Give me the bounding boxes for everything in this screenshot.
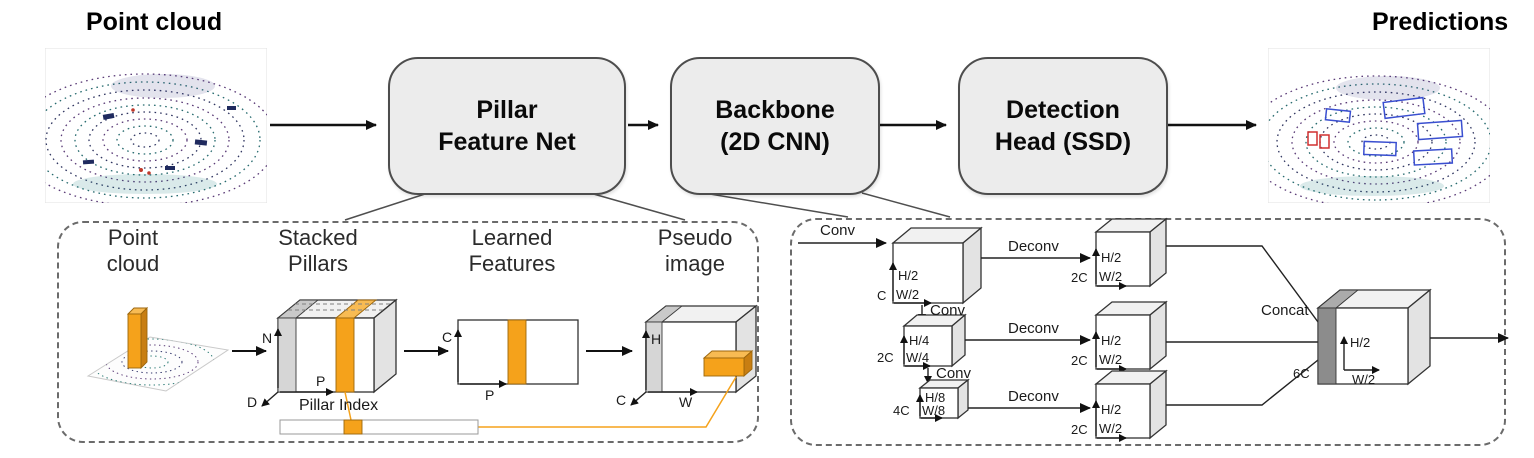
- pillar-index-label: Pillar Index: [299, 397, 379, 414]
- dec1-channels-label: 2C: [1071, 270, 1088, 285]
- stage-backbone: Backbone (2D CNN): [670, 57, 880, 195]
- decoder-block-2: [1092, 300, 1168, 373]
- dec3-width-label: W/2: [1099, 421, 1123, 436]
- detail-label-pseudo-image: Pseudo image: [657, 225, 733, 276]
- enc3-height-label: H/8: [925, 390, 946, 405]
- pillar-index-bar: [279, 376, 737, 435]
- highlighted-pillar-front: [335, 317, 355, 393]
- conv-label-1: Conv: [820, 222, 856, 239]
- learned-features-figure: [454, 319, 579, 388]
- enc2-channels-label: 2C: [877, 350, 894, 365]
- backbone-network-figure: [798, 217, 1509, 442]
- dec2-height-label: H/2: [1101, 333, 1122, 348]
- axis-w-label: W: [679, 394, 693, 410]
- decoder-block-1: [1092, 217, 1168, 290]
- out-channels-label: 6C: [1293, 366, 1310, 381]
- dec1-width-label: W/2: [1099, 269, 1123, 284]
- dec2-width-label: W/2: [1099, 352, 1123, 367]
- pseudo-image-figure: [630, 304, 758, 406]
- pillar-3d-front: [127, 313, 142, 369]
- enc1-channels-label: C: [877, 288, 887, 303]
- deconv-label-1: Deconv: [1008, 238, 1059, 255]
- concat-label: Concat: [1261, 302, 1309, 319]
- encoder-block-3: [916, 378, 970, 422]
- axis-p-label: P: [316, 373, 326, 389]
- enc2-width-label: W/4: [906, 350, 930, 365]
- conv-label-3: Conv: [936, 365, 972, 382]
- pillar-3d-side: [140, 306, 148, 370]
- pillar-index-highlight: [343, 419, 363, 435]
- dec3-height-label: H/2: [1101, 402, 1122, 417]
- callout-lines: [344, 192, 951, 221]
- point-cloud-image: [45, 48, 267, 203]
- axis-p2-label: P: [485, 387, 495, 403]
- stage-pillar-feature-net: Pillar Feature Net: [388, 57, 626, 195]
- encoder-block-1: [889, 226, 983, 307]
- enc1-height-label: H/2: [898, 268, 919, 283]
- learned-feature-column: [507, 319, 527, 385]
- dec2-channels-label: 2C: [1071, 353, 1088, 368]
- axis-d-label: D: [247, 394, 258, 410]
- stage-detection-head: Detection Head (SSD): [958, 57, 1168, 195]
- pillar-feature-net-detail-panel: [57, 221, 759, 443]
- decoder-block-3: [1092, 369, 1168, 442]
- stacked-pillars-figure: [261, 298, 398, 407]
- dec3-channels-label: 2C: [1071, 422, 1088, 437]
- conv-label-2: Conv: [930, 302, 966, 319]
- enc3-channels-label: 4C: [893, 403, 910, 418]
- predictions-title: Predictions: [1372, 8, 1509, 36]
- detail-label-stacked-pillars: Stacked Pillars: [278, 225, 358, 276]
- axis-c2-label: C: [616, 392, 627, 408]
- scattered-pillar-front: [703, 357, 745, 377]
- detail-label-point-cloud: Point cloud: [106, 225, 160, 276]
- point-cloud-title: Point cloud: [86, 8, 223, 36]
- enc3-width-label: W/8: [922, 403, 946, 418]
- out-width-label: W/2: [1352, 372, 1376, 387]
- enc2-height-label: H/4: [909, 333, 930, 348]
- mini-point-cloud-figure: [86, 306, 230, 392]
- deconv-label-2: Deconv: [1008, 320, 1059, 337]
- encoder-block-2: [900, 313, 967, 370]
- axis-h-label: H: [651, 331, 662, 347]
- predictions-image: [1268, 48, 1490, 203]
- concat-output-block: [1316, 288, 1432, 386]
- detail-label-learned-features: Learned Features: [468, 225, 556, 276]
- out-height-label: H/2: [1350, 335, 1371, 350]
- dec1-height-label: H/2: [1101, 250, 1122, 265]
- axis-c-label: C: [442, 329, 453, 345]
- enc1-width-label: W/2: [896, 287, 920, 302]
- deconv-label-3: Deconv: [1008, 388, 1059, 405]
- axis-n-label: N: [262, 330, 273, 346]
